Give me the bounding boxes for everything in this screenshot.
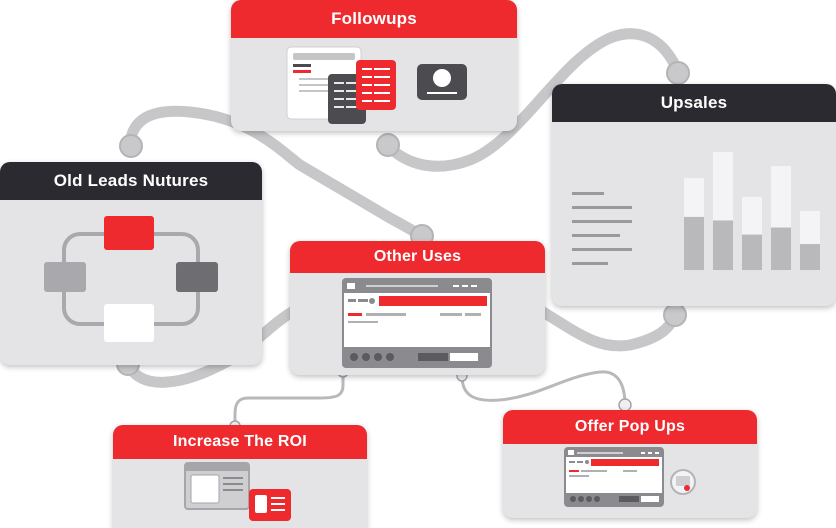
increase-roi-card: Increase The ROI bbox=[113, 425, 367, 528]
followups-card: Followups bbox=[231, 0, 517, 131]
other-uses-browser bbox=[342, 278, 492, 368]
offer-popups-illustration bbox=[564, 447, 696, 507]
upsales-bar-fill bbox=[742, 234, 762, 270]
old-leads-card: Old Leads Nutures bbox=[0, 162, 262, 365]
upsales-bar-fill bbox=[713, 220, 733, 270]
increase-roi-illustration bbox=[184, 462, 291, 521]
upsales-card: Upsales bbox=[552, 84, 836, 306]
increase-roi-title: Increase The ROI bbox=[113, 425, 367, 459]
old-leads-title: Old Leads Nutures bbox=[0, 162, 262, 200]
upsales-bar-fill bbox=[771, 227, 791, 270]
followups-illustration bbox=[286, 46, 467, 124]
followups-title: Followups bbox=[231, 0, 517, 38]
offer-popups-title: Offer Pop Ups bbox=[503, 410, 757, 444]
offer-popups-card: Offer Pop Ups bbox=[503, 410, 757, 518]
upsales-bar-fill bbox=[800, 244, 820, 270]
other-uses-title: Other Uses bbox=[290, 241, 545, 273]
upsales-title: Upsales bbox=[552, 84, 836, 122]
upsales-illustration bbox=[572, 152, 820, 270]
other-uses-card: Other Uses bbox=[290, 241, 545, 375]
old-leads-illustration bbox=[44, 216, 218, 342]
upsales-bar-fill bbox=[684, 216, 704, 270]
